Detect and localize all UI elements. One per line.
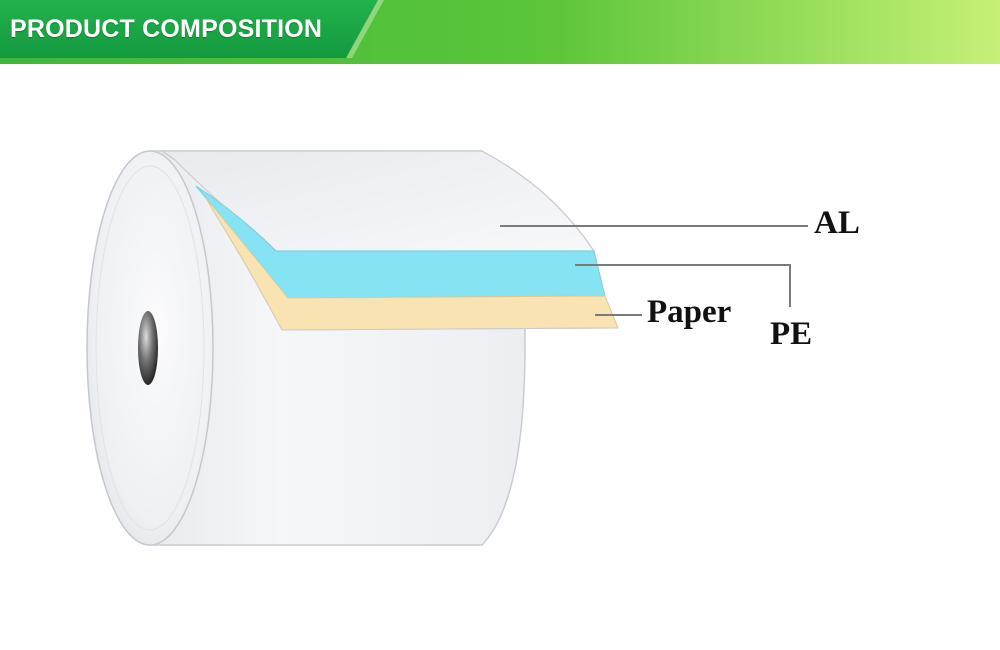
label-al: AL (814, 205, 860, 241)
pe-leader-line (575, 264, 791, 307)
label-pe: PE (770, 316, 813, 352)
banner-tab-edge (346, 0, 384, 58)
banner-title-tab (0, 0, 378, 58)
label-paper: Paper (647, 294, 732, 330)
sheet-lower-edge (213, 211, 619, 331)
header-banner: PRODUCT COMPOSITION (0, 0, 1000, 64)
banner-background (0, 0, 1000, 64)
roll-inner-ring (95, 165, 205, 531)
page-title: PRODUCT COMPOSITION (10, 15, 323, 43)
core-hole (138, 311, 158, 385)
